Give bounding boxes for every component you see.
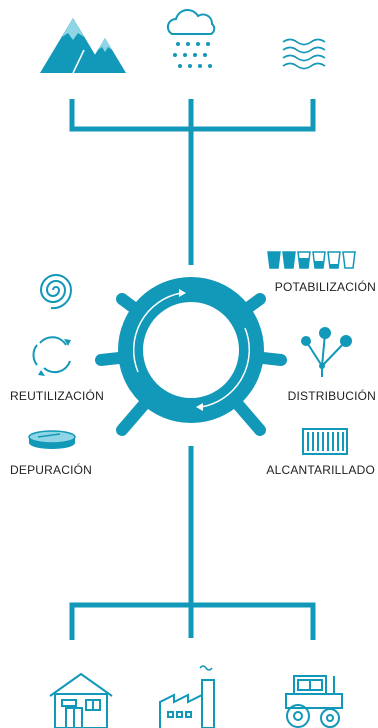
recycle-circle-icon <box>32 336 71 376</box>
rain-cloud-icon <box>166 9 216 68</box>
mountains-icon <box>40 18 126 74</box>
cycle-arrows <box>132 289 250 411</box>
cycle-gear <box>95 277 287 436</box>
distribution-network-icon <box>301 327 352 377</box>
house-icon <box>49 672 113 728</box>
label-potabilizacion: POTABILIZACIÓN <box>274 280 376 294</box>
uses-connector <box>69 446 316 640</box>
sewer-grate-icon <box>302 428 348 455</box>
water-glasses-icon <box>267 251 356 269</box>
spiral-icon <box>39 274 73 310</box>
label-reutilizacion: REUTILIZACIÓN <box>10 389 104 403</box>
tractor-icon <box>285 675 343 728</box>
depuration-tank-icon <box>28 430 76 449</box>
label-distribucion: DISTRIBUCIÓN <box>287 389 376 403</box>
factory-icon <box>159 665 215 728</box>
label-alcantarillado: ALCANTARILLADO <box>266 463 375 477</box>
water-waves-icon <box>282 38 326 70</box>
sources-connector <box>69 99 316 265</box>
label-depuracion: DEPURACIÓN <box>10 463 93 477</box>
